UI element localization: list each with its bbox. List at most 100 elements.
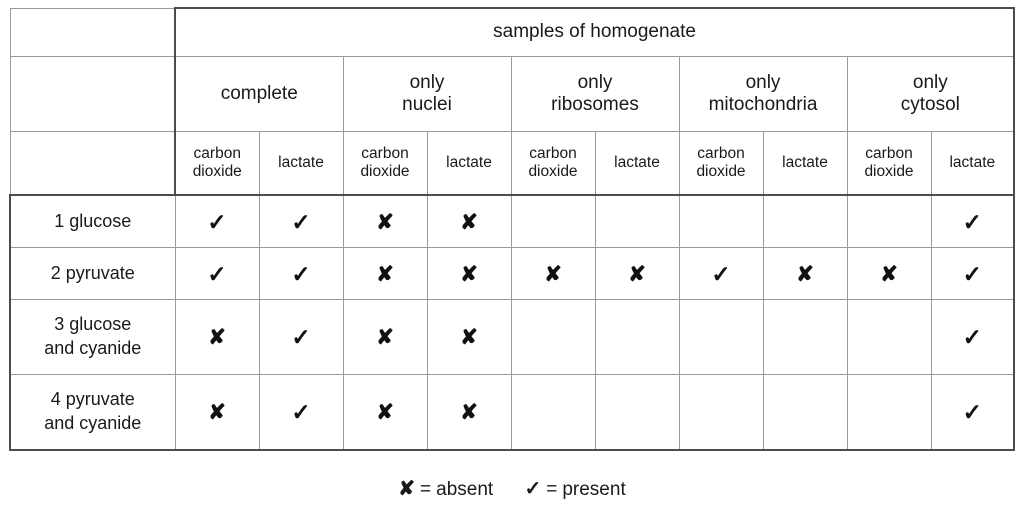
result-cell-r3c5 bbox=[510, 299, 596, 375]
result-cell-r3c8 bbox=[762, 299, 848, 375]
result-cell-r2c1: ✓ bbox=[174, 247, 260, 300]
table-row: 4 pyruvate and cyanide ✘ ✓ ✘ ✘ ✓ bbox=[9, 374, 1016, 451]
result-cell-r2c9: ✘ bbox=[846, 247, 932, 300]
legend-item-present: ✓=present bbox=[524, 476, 625, 501]
cross-icon: ✘ bbox=[460, 262, 478, 286]
metric-header-lactate-ribosomes: lactate bbox=[594, 131, 680, 196]
row-label-3-glucose-and-cyanide: 3 glucose and cyanide bbox=[9, 299, 176, 375]
result-cell-r1c9 bbox=[846, 194, 932, 248]
tick-icon: ✓ bbox=[711, 260, 731, 287]
result-cell-r4c9 bbox=[846, 374, 932, 451]
tick-icon: ✓ bbox=[962, 260, 982, 287]
metric-header-lactate-nuclei: lactate bbox=[426, 131, 512, 196]
cross-icon: ✘ bbox=[796, 262, 814, 286]
cross-icon: ✘ bbox=[460, 326, 478, 350]
sample-group-only-cytosol: only cytosol bbox=[846, 56, 1016, 132]
cross-icon: ✘ bbox=[460, 210, 478, 234]
tick-icon: ✓ bbox=[291, 399, 311, 426]
result-cell-r2c2: ✓ bbox=[258, 247, 344, 300]
metric-header-carbon-dioxide-complete: carbon dioxide bbox=[174, 131, 260, 196]
corner-blank-cell-2 bbox=[9, 56, 176, 132]
result-cell-r4c10: ✓ bbox=[930, 374, 1016, 451]
result-cell-r4c4: ✘ bbox=[426, 374, 512, 451]
table-head: samples of homogenate complete only nucl… bbox=[9, 7, 1016, 196]
tick-icon: ✓ bbox=[962, 324, 982, 351]
result-cell-r3c1: ✘ bbox=[174, 299, 260, 375]
result-cell-r1c10: ✓ bbox=[930, 194, 1016, 248]
table-row: 1 glucose ✓ ✓ ✘ ✘ ✓ bbox=[9, 194, 1016, 248]
result-cell-r4c7 bbox=[678, 374, 764, 451]
tick-icon: ✓ bbox=[207, 260, 227, 287]
corner-blank-cell-3 bbox=[9, 131, 176, 196]
cross-icon: ✘ bbox=[376, 326, 394, 350]
result-cell-r4c6 bbox=[594, 374, 680, 451]
tick-icon: ✓ bbox=[962, 399, 982, 426]
result-cell-r1c6 bbox=[594, 194, 680, 248]
result-cell-r4c1: ✘ bbox=[174, 374, 260, 451]
result-cell-r1c1: ✓ bbox=[174, 194, 260, 248]
result-cell-r3c3: ✘ bbox=[342, 299, 428, 375]
result-cell-r1c2: ✓ bbox=[258, 194, 344, 248]
header-row-metrics: carbon dioxide lactate carbon dioxide la… bbox=[9, 131, 1016, 196]
legend-label-absent: absent bbox=[436, 479, 494, 500]
result-cell-r2c6: ✘ bbox=[594, 247, 680, 300]
metric-header-lactate-complete: lactate bbox=[258, 131, 344, 196]
result-cell-r3c7 bbox=[678, 299, 764, 375]
header-row-sample-groups: complete only nuclei only ribosomes only… bbox=[9, 56, 1016, 132]
result-cell-r1c3: ✘ bbox=[342, 194, 428, 248]
metric-header-carbon-dioxide-ribosomes: carbon dioxide bbox=[510, 131, 596, 196]
cross-icon: ✘ bbox=[460, 401, 478, 425]
metric-header-carbon-dioxide-nuclei: carbon dioxide bbox=[342, 131, 428, 196]
legend: ✘=absent ✓=present bbox=[0, 476, 1024, 501]
header-row-group-title: samples of homogenate bbox=[9, 7, 1016, 57]
cross-icon: ✘ bbox=[376, 262, 394, 286]
result-cell-r3c2: ✓ bbox=[258, 299, 344, 375]
cross-icon: ✘ bbox=[880, 262, 898, 286]
result-cell-r1c5 bbox=[510, 194, 596, 248]
group-header-samples-of-homogenate: samples of homogenate bbox=[173, 7, 1016, 57]
result-cell-r2c5: ✘ bbox=[510, 247, 596, 300]
legend-equals-absent: = bbox=[420, 479, 432, 500]
sample-group-only-nuclei: only nuclei bbox=[342, 56, 512, 132]
legend-label-present: present bbox=[562, 479, 626, 500]
row-label-2-pyruvate: 2 pyruvate bbox=[9, 247, 176, 300]
result-cell-r4c8 bbox=[762, 374, 848, 451]
result-cell-r1c8 bbox=[762, 194, 848, 248]
cross-icon: ✘ bbox=[376, 401, 394, 425]
cross-icon: ✘ bbox=[208, 326, 226, 350]
metric-header-lactate-cytosol: lactate bbox=[930, 131, 1016, 196]
result-cell-r2c8: ✘ bbox=[762, 247, 848, 300]
tick-icon: ✓ bbox=[291, 208, 311, 235]
result-cell-r2c7: ✓ bbox=[678, 247, 764, 300]
result-cell-r2c4: ✘ bbox=[426, 247, 512, 300]
result-cell-r4c5 bbox=[510, 374, 596, 451]
table-body: 1 glucose ✓ ✓ ✘ ✘ ✓ 2 pyruvate ✓ ✓ ✘ ✘ ✘… bbox=[9, 194, 1016, 451]
sample-group-only-mitochondria: only mitochondria bbox=[678, 56, 848, 132]
metric-header-carbon-dioxide-mitochondria: carbon dioxide bbox=[678, 131, 764, 196]
cross-icon: ✘ bbox=[544, 262, 562, 286]
row-label-4-pyruvate-and-cyanide: 4 pyruvate and cyanide bbox=[9, 374, 176, 451]
tick-icon: ✓ bbox=[962, 208, 982, 235]
legend-item-absent: ✘=absent bbox=[398, 476, 493, 501]
result-cell-r1c4: ✘ bbox=[426, 194, 512, 248]
tick-icon: ✓ bbox=[207, 208, 227, 235]
legend-equals-present: = bbox=[546, 479, 558, 500]
result-cell-r3c6 bbox=[594, 299, 680, 375]
result-cell-r3c10: ✓ bbox=[930, 299, 1016, 375]
row-label-1-glucose: 1 glucose bbox=[9, 194, 176, 248]
cross-icon: ✘ bbox=[398, 478, 416, 500]
result-cell-r2c10: ✓ bbox=[930, 247, 1016, 300]
cross-icon: ✘ bbox=[376, 210, 394, 234]
sample-group-only-ribosomes: only ribosomes bbox=[510, 56, 680, 132]
result-cell-r4c2: ✓ bbox=[258, 374, 344, 451]
homogenate-results-table: samples of homogenate complete only nucl… bbox=[9, 7, 1016, 451]
tick-icon: ✓ bbox=[291, 260, 311, 287]
corner-blank-cell bbox=[9, 7, 176, 57]
cross-icon: ✘ bbox=[628, 262, 646, 286]
metric-header-lactate-mitochondria: lactate bbox=[762, 131, 848, 196]
result-cell-r2c3: ✘ bbox=[342, 247, 428, 300]
tick-icon: ✓ bbox=[524, 478, 542, 500]
result-cell-r3c9 bbox=[846, 299, 932, 375]
sample-group-complete: complete bbox=[174, 56, 344, 132]
